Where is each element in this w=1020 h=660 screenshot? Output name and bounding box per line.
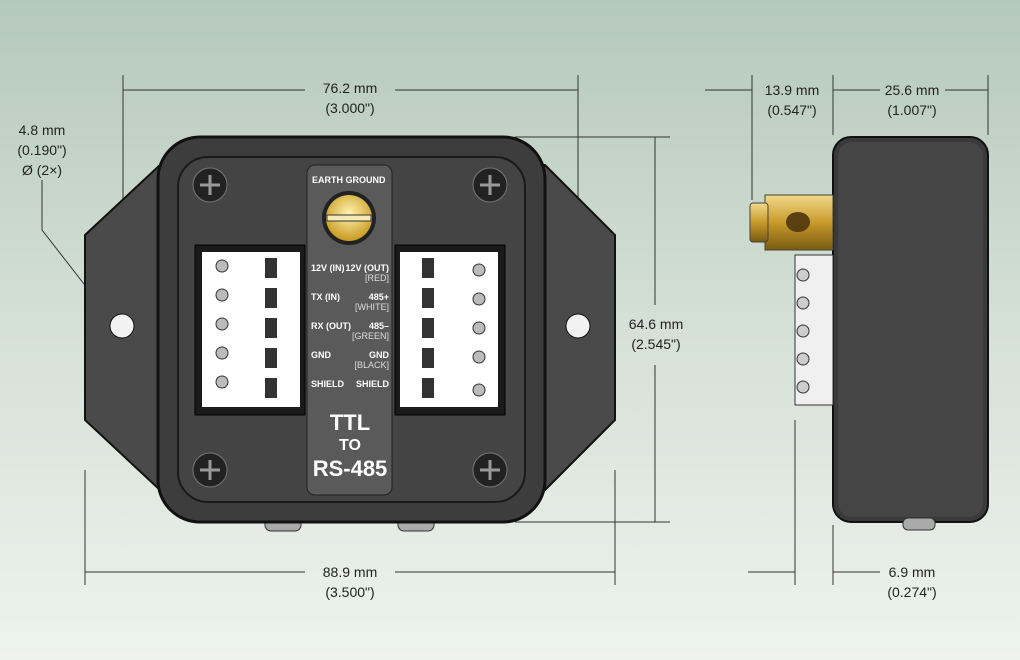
dim-in: (0.547")	[767, 102, 817, 118]
dim-mm: 25.6 mm	[884, 82, 940, 98]
right-label-text: 12V (OUT)	[345, 263, 389, 273]
dim-mm: 13.9 mm	[764, 82, 820, 98]
wire-color: [GREEN]	[351, 331, 389, 341]
right-label: SHIELD	[355, 379, 389, 389]
right-label: 485+[WHITE]	[355, 292, 389, 312]
wire-color: [BLACK]	[354, 360, 389, 370]
dim-hole: 4.8 mm (0.190") Ø (2×)	[17, 120, 66, 180]
dim-mm: 76.2 mm	[322, 80, 378, 96]
dim-in: (3.000")	[325, 100, 375, 116]
left-label: GND	[311, 350, 331, 360]
side-view	[749, 136, 989, 531]
left-label: TX (IN)	[311, 292, 340, 302]
front-view	[84, 135, 616, 532]
dim-in: (0.190")	[17, 142, 67, 158]
left-label: 12V (IN)	[311, 263, 345, 273]
right-label-text: 485–	[368, 321, 389, 331]
right-label-text: 485+	[368, 292, 389, 302]
dim-front-width: 76.2 mm (3.000")	[323, 78, 377, 118]
right-label: 485–[GREEN]	[352, 321, 389, 341]
wire-color: [RED]	[364, 273, 389, 283]
title-ttl: TTL	[329, 410, 371, 435]
right-label-text: GND	[369, 350, 389, 360]
dim-flange-offset: 6.9 mm (0.274")	[887, 562, 936, 602]
left-label: RX (OUT)	[311, 321, 351, 331]
left-label: SHIELD	[311, 379, 345, 389]
title-rs485: RS-485	[312, 456, 388, 481]
dim-mm: 4.8 mm	[18, 122, 66, 138]
right-label: 12V (OUT)[RED]	[345, 263, 389, 283]
wire-color: [WHITE]	[355, 302, 389, 312]
dim-height: 64.6 mm (2.545")	[629, 314, 683, 354]
right-label: GND[BLACK]	[354, 350, 389, 370]
dim-flange-width: 88.9 mm (3.500")	[323, 562, 377, 602]
dim-in: (0.274")	[887, 584, 937, 600]
dim-in: (1.007")	[887, 102, 937, 118]
dim-in: (3.500")	[325, 584, 375, 600]
dim-screw-protrusion: 13.9 mm (0.547")	[765, 80, 819, 120]
dim-mm: 88.9 mm	[322, 564, 378, 580]
dim-note: Ø (2×)	[21, 162, 63, 178]
title-to: TO	[339, 437, 361, 454]
dim-depth: 25.6 mm (1.007")	[885, 80, 939, 120]
dim-mm: 6.9 mm	[888, 564, 936, 580]
dim-in: (2.545")	[631, 336, 681, 352]
dim-mm: 64.6 mm	[628, 316, 684, 332]
earth-ground-label: EARTH GROUND	[312, 175, 386, 185]
